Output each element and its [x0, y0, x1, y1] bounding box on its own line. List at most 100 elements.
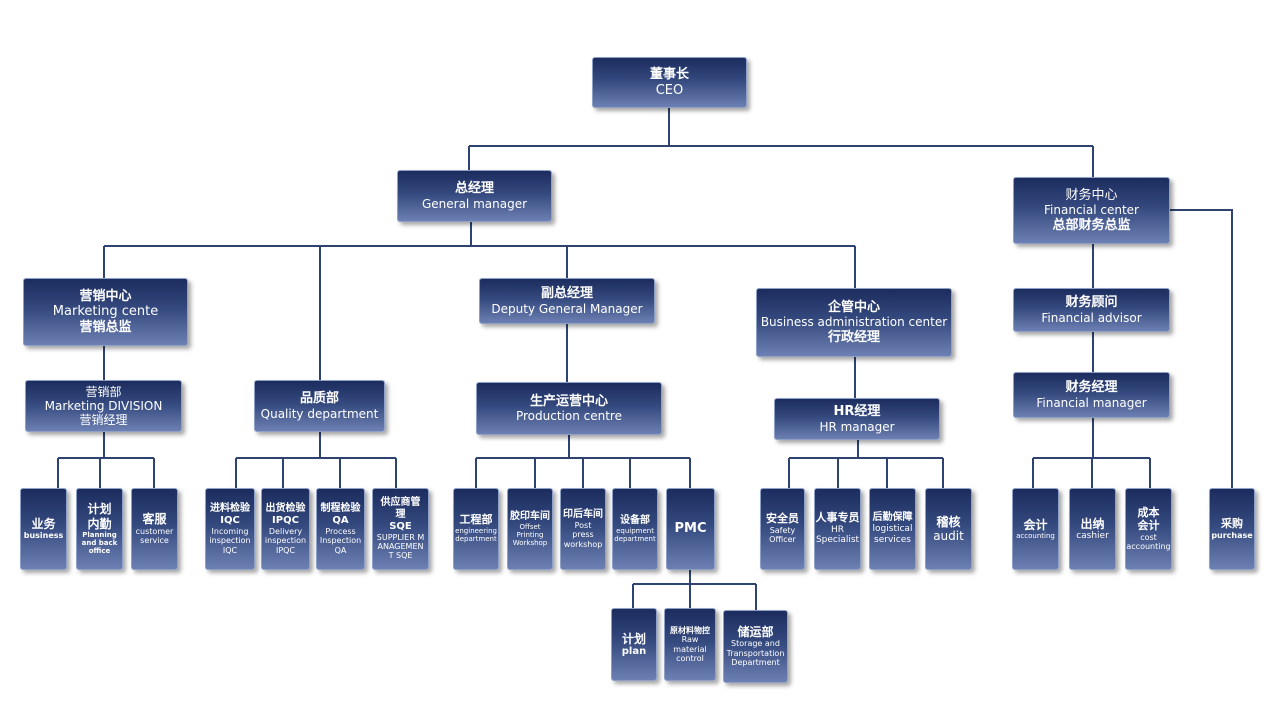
marketing-center-box: 营销中心 Marketing cente 营销总监	[23, 278, 188, 346]
purchase-box: 采购 purchase	[1209, 488, 1255, 570]
connector-admin	[788, 357, 944, 488]
connector-gm	[103, 222, 856, 380]
connector-pmc	[632, 570, 757, 610]
hr-manager-zh: HR经理	[833, 404, 881, 420]
connector-purchase	[1170, 209, 1233, 488]
purchase-zh: 采购	[1221, 516, 1243, 530]
pmc-label: PMC	[674, 521, 707, 537]
hr-specialist-box: 人事专员 HR Specialist	[814, 488, 861, 570]
marketing-center-zh2: 营销总监	[79, 319, 132, 335]
raw-material-en: Raw material control	[673, 635, 707, 663]
financial-center-zh: 财务中心	[1065, 188, 1118, 204]
qa-en: Process Inspection QA	[319, 526, 362, 555]
hr-manager-box: HR经理 HR manager	[774, 398, 940, 440]
storage-zh: 储运部	[737, 625, 774, 640]
quality-dept-zh: 品质部	[299, 391, 339, 407]
equipment-en: equipment department	[614, 526, 656, 543]
post-press-en: Post press workshop	[563, 520, 603, 549]
ipqc-box: 出货检验 IPQC Delivery inspection IPQC	[261, 488, 310, 570]
safety-officer-box: 安全员 Safety Officer	[760, 488, 805, 570]
business-admin-box: 企管中心 Business administration center 行政经理	[756, 288, 952, 357]
connector-ceo	[468, 108, 1094, 177]
general-manager-box: 总经理 General manager	[397, 170, 552, 222]
customer-service-en: customer service	[135, 526, 174, 546]
equipment-zh: 设备部	[620, 514, 650, 526]
raw-material-zh: 原材料物控	[670, 625, 710, 635]
ceo-en: CEO	[655, 82, 684, 98]
connector-finance	[1032, 244, 1151, 488]
marketing-division-box: 营销部 Marketing DIVISION 营销经理	[25, 380, 182, 432]
offset-printing-zh: 胶印车间	[510, 510, 550, 522]
audit-box: 稽核 audit	[925, 488, 972, 570]
engineering-en: engineering department	[455, 527, 497, 544]
ceo-box: 董事长 CEO	[592, 57, 747, 108]
planning-en: Planning and back office	[81, 530, 118, 556]
customer-service-box: 客服 customer service	[131, 488, 178, 570]
storage-box: 储运部 Storage and Transportation Departmen…	[723, 610, 788, 683]
marketing-center-zh: 营销中心	[79, 289, 132, 304]
marketing-division-en: Marketing DIVISION	[44, 398, 163, 413]
sqe-box: 供应商管理 SQE SUPPLIER MANAGEMENT SQE	[372, 488, 429, 570]
iqc-en: Incoming inspection IQC	[209, 526, 251, 555]
financial-center-en: Financial center	[1044, 203, 1139, 218]
business-admin-zh: 企管中心	[827, 300, 880, 316]
safety-officer-en: Safety Officer	[769, 526, 796, 545]
production-centre-en: Production centre	[515, 409, 622, 424]
general-manager-zh: 总经理	[454, 181, 494, 197]
financial-manager-zh: 财务经理	[1065, 380, 1118, 396]
planning-zh: 计划 内勤	[87, 502, 112, 531]
connector-marketing	[57, 346, 155, 488]
cashier-box: 出纳 cashier	[1069, 488, 1116, 570]
deputy-gm-box: 副总经理 Deputy General Manager	[479, 278, 655, 324]
logistics-en: logistical services	[872, 524, 913, 545]
business-admin-zh2: 行政经理	[827, 329, 880, 345]
equipment-box: 设备部 equipment department	[612, 488, 658, 570]
ipqc-zh: 出货检验 IPQC	[265, 503, 306, 526]
financial-advisor-zh: 财务顾问	[1065, 295, 1118, 311]
accounting-zh: 会计	[1023, 517, 1048, 532]
connector-quality	[235, 432, 397, 488]
production-centre-box: 生产运营中心 Production centre	[476, 382, 662, 435]
safety-officer-zh: 安全员	[766, 512, 799, 526]
sqe-en: SUPPLIER MANAGEMENT SQE	[376, 532, 425, 561]
offset-printing-box: 胶印车间 Offset Printing Workshop	[507, 488, 553, 570]
deputy-gm-zh: 副总经理	[540, 286, 593, 302]
audit-en: audit	[933, 529, 964, 543]
hr-specialist-zh: 人事专员	[815, 510, 860, 524]
audit-zh: 稽核	[936, 514, 961, 529]
cashier-en: cashier	[1076, 530, 1109, 541]
production-centre-zh: 生产运营中心	[529, 393, 608, 409]
plan-zh: 计划	[621, 631, 646, 646]
accounting-box: 会计 accounting	[1012, 488, 1059, 570]
financial-center-box: 财务中心 Financial center 总部财务总监	[1013, 177, 1170, 244]
iqc-box: 进料检验 IQC Incoming inspection IQC	[205, 488, 255, 570]
pmc-box: PMC	[666, 488, 715, 570]
cashier-zh: 出纳	[1080, 516, 1105, 531]
storage-en: Storage and Transportation Department	[726, 639, 785, 668]
marketing-division-zh2: 营销经理	[79, 413, 128, 428]
business-en: business	[23, 531, 64, 541]
plan-en: plan	[621, 645, 647, 657]
accounting-en: accounting	[1016, 531, 1055, 540]
raw-material-box: 原材料物控 Raw material control	[664, 608, 716, 681]
cost-accounting-en: cost accounting	[1126, 532, 1171, 551]
ceo-zh: 董事长	[649, 67, 689, 83]
cost-accounting-box: 成本 会计 cost accounting	[1125, 488, 1172, 570]
purchase-en: purchase	[1211, 530, 1253, 540]
hr-specialist-en: HR Specialist	[815, 524, 860, 546]
financial-manager-en: Financial manager	[1036, 395, 1147, 410]
customer-service-zh: 客服	[142, 512, 167, 527]
ipqc-en: Delivery inspection IPQC	[264, 526, 307, 555]
deputy-gm-en: Deputy General Manager	[491, 301, 643, 316]
financial-center-zh2: 总部财务总监	[1052, 217, 1131, 233]
general-manager-en: General manager	[421, 196, 528, 211]
business-admin-en: Business administration center	[760, 315, 948, 330]
marketing-center-en: Marketing cente	[52, 304, 159, 320]
post-press-box: 印后车间 Post press workshop	[560, 488, 606, 570]
planning-box: 计划 内勤 Planning and back office	[76, 488, 123, 570]
logistics-zh: 后勤保障	[872, 512, 913, 524]
connector-production	[475, 324, 691, 488]
qa-box: 制程检验 QA Process Inspection QA	[316, 488, 365, 570]
sqe-zh: 供应商管理 SQE	[380, 497, 421, 532]
